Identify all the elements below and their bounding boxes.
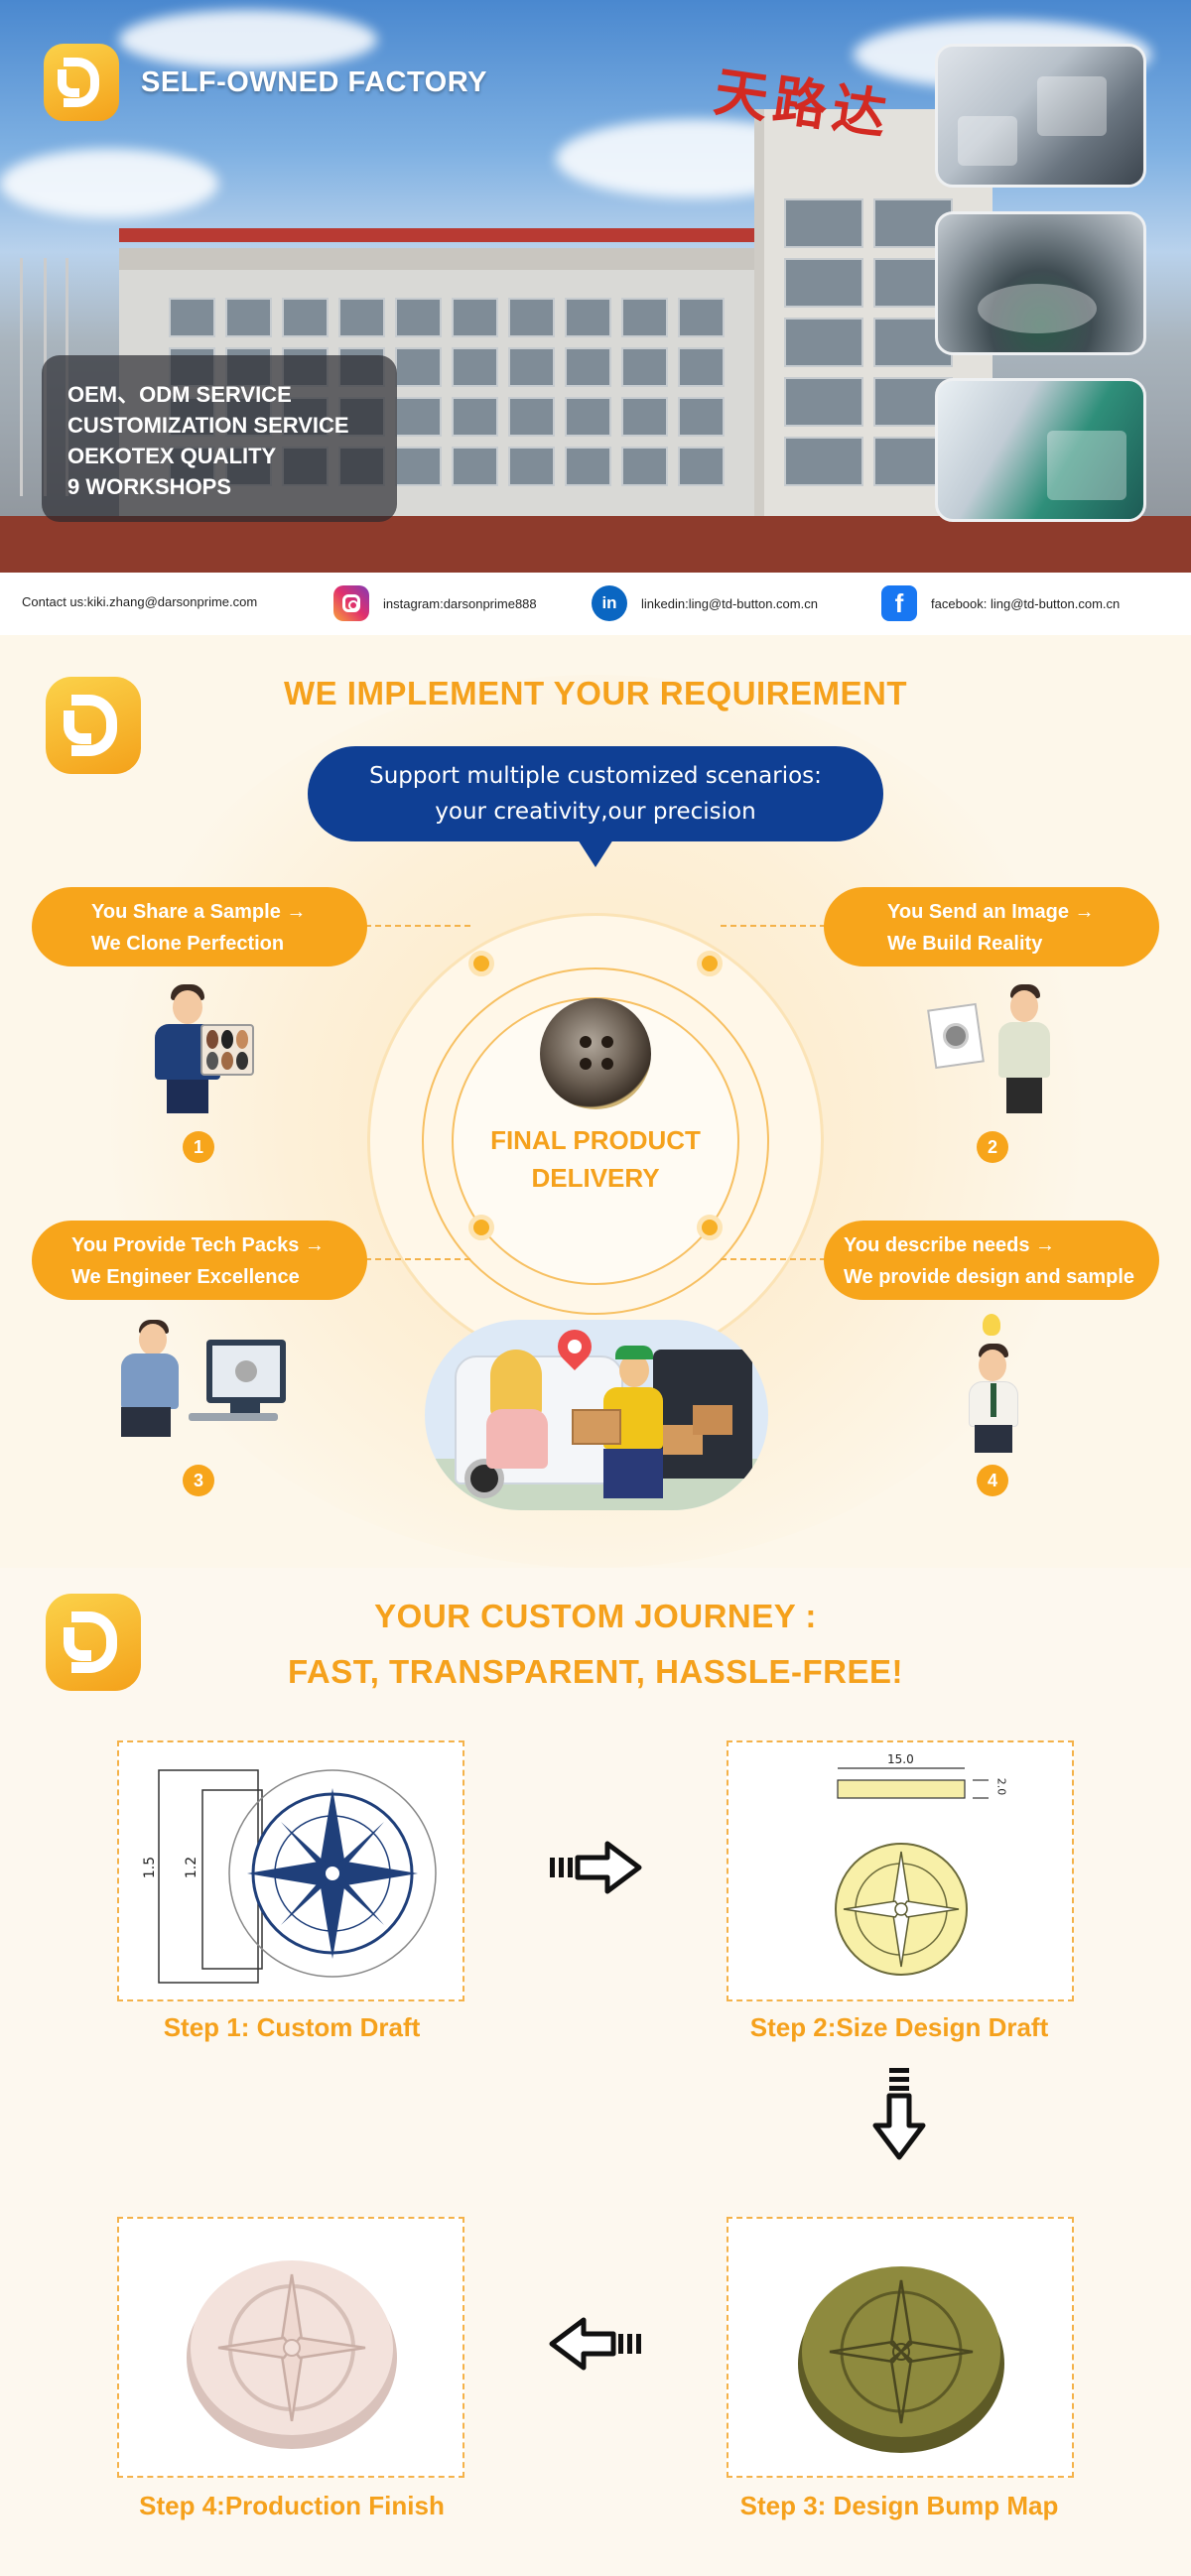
arrow-right-icon	[550, 1841, 642, 1894]
size-draft-icon	[835, 1767, 989, 1976]
person-image-illustration	[927, 984, 1070, 1113]
scenario-2-line1: You Send an Image →	[887, 901, 1095, 923]
production-finish-icon	[187, 2260, 397, 2449]
step-number-3: 3	[183, 1465, 214, 1496]
scenario-1-line2: We Clone Perfection	[91, 933, 285, 955]
flagpole	[20, 258, 23, 496]
scenario-2: You Send an Image → We Build Reality	[824, 887, 1159, 966]
scenario-3: You Provide Tech Packs → We Engineer Exc…	[32, 1221, 367, 1300]
scenario-1-line1: You Share a Sample →	[91, 901, 307, 923]
step-2-label: Step 2:Size Design Draft	[749, 2012, 1049, 2042]
scenario-bubble: Support multiple customized scenarios: y…	[308, 746, 883, 867]
feature-list: OEM、ODM SERVICE CUSTOMIZATION SERVICE OE…	[42, 355, 397, 522]
final-product-label: FINAL PRODUCT DELIVERY	[437, 1121, 754, 1197]
workshop-photo	[935, 211, 1146, 355]
connector-dot	[697, 1215, 723, 1240]
factory-hero: 天路达 SELF-OWNED FACTORY OEM、ODM SERVICE C…	[0, 0, 1191, 573]
requirement-heading: WE IMPLEMENT YOUR REQUIREMENT	[283, 675, 908, 711]
dim-label-inner: 1.2	[184, 1856, 200, 1879]
bubble-line: your creativity,our precision	[435, 799, 756, 825]
step-1-frame: 1.5 1.2	[117, 1740, 464, 2001]
contact-linkedin[interactable]: in linkedin:ling@td-button.com.cn	[592, 585, 818, 621]
step-3-label: Step 3: Design Bump Map	[739, 2491, 1059, 2520]
feature-item: 9 WORKSHOPS	[67, 474, 232, 499]
delivery-illustration	[425, 1320, 768, 1510]
tower-windows	[784, 198, 953, 486]
step-3-frame	[727, 2217, 1074, 2478]
person-sample-illustration	[145, 984, 264, 1113]
connector-dot	[697, 951, 723, 976]
dim-label-width: 15.0	[887, 1752, 914, 1766]
hero-title: SELF-OWNED FACTORY	[141, 65, 487, 98]
linkedin-icon: in	[592, 585, 627, 621]
scenario-3-line2: We Engineer Excellence	[71, 1266, 300, 1288]
scenario-4-line1: You describe needs →	[844, 1234, 1056, 1256]
dim-label-outer: 1.5	[142, 1856, 159, 1879]
person-techpack-illustration	[111, 1320, 300, 1439]
journey-heading-line1: YOUR CUSTOM JOURNEY :	[374, 1598, 817, 1634]
section-logo-icon	[46, 677, 141, 774]
cloud	[119, 10, 377, 69]
step-2-frame: 15.0 2.0	[727, 1740, 1074, 2001]
connector-dot	[468, 1215, 494, 1240]
section-logo-icon	[46, 1594, 141, 1691]
lightbulb-icon	[983, 1314, 1000, 1336]
dim-label-height: 2.0	[994, 1777, 1008, 1796]
journey-heading-line2: FAST, TRANSPARENT, HASSLE-FREE!	[288, 1653, 903, 1690]
facebook-icon: f	[881, 585, 917, 621]
brand: SELF-OWNED FACTORY	[44, 44, 487, 121]
connector	[721, 925, 826, 927]
scenario-3-line1: You Provide Tech Packs →	[71, 1234, 325, 1256]
contact-bar: Contact us:kiki.zhang@darsonprime.com in…	[0, 573, 1191, 635]
bump-map-icon	[798, 2266, 1004, 2453]
journey-section: YOUR CUSTOM JOURNEY : FAST, TRANSPARENT,…	[0, 1568, 1191, 2576]
scenario-4-line2: We provide design and sample	[844, 1266, 1135, 1288]
arrow-down-icon	[872, 2068, 926, 2160]
cloud	[0, 149, 218, 218]
scenario-4: You describe needs → We provide design a…	[824, 1221, 1159, 1300]
workshop-photo	[935, 378, 1146, 522]
linkedin-text: linkedin:ling@td-button.com.cn	[641, 595, 818, 611]
feature-item: CUSTOMIZATION SERVICE	[67, 413, 349, 438]
contact-email-text: Contact us:kiki.zhang@darsonprime.com	[22, 594, 258, 609]
contact-instagram[interactable]: instagram:darsonprime888	[333, 585, 537, 621]
connector-dot	[468, 951, 494, 976]
step-number-1: 1	[183, 1131, 214, 1163]
step-4-frame	[117, 2217, 464, 2478]
center-line: DELIVERY	[531, 1163, 660, 1193]
requirement-section: WE IMPLEMENT YOUR REQUIREMENT Support mu…	[0, 635, 1191, 1568]
contact-email[interactable]: Contact us:kiki.zhang@darsonprime.com	[22, 594, 257, 609]
bubble-line: Support multiple customized scenarios:	[369, 763, 822, 789]
workshop-photo	[935, 44, 1146, 188]
roof-stripe	[119, 228, 754, 242]
connector	[721, 1258, 826, 1260]
instagram-icon	[333, 585, 369, 621]
instagram-text: instagram:darsonprime888	[383, 595, 537, 611]
button-product-icon	[540, 998, 651, 1109]
arrow-left-icon	[549, 2317, 641, 2371]
feature-item: OEM、ODM SERVICE	[67, 382, 292, 407]
contact-facebook[interactable]: f facebook: ling@td-button.com.cn	[881, 585, 1120, 621]
connector	[365, 925, 470, 927]
center-line: FINAL PRODUCT	[490, 1125, 701, 1155]
facebook-text: facebook: ling@td-button.com.cn	[931, 595, 1121, 611]
step-1-label: Step 1: Custom Draft	[163, 2012, 421, 2042]
step-4-label: Step 4:Production Finish	[139, 2491, 445, 2520]
connector	[365, 1258, 470, 1260]
ground	[0, 516, 1191, 573]
inner-ring	[422, 967, 769, 1315]
scenario-2-line2: We Build Reality	[887, 933, 1043, 955]
compass-draft-icon	[158, 1769, 437, 1984]
step-number-2: 2	[977, 1131, 1008, 1163]
brand-logo-icon	[44, 44, 119, 121]
feature-item: OEKOTEX QUALITY	[67, 444, 277, 468]
person-needs-illustration	[961, 1314, 1030, 1453]
scenario-1: You Share a Sample → We Clone Perfection	[32, 887, 367, 966]
step-number-4: 4	[977, 1465, 1008, 1496]
